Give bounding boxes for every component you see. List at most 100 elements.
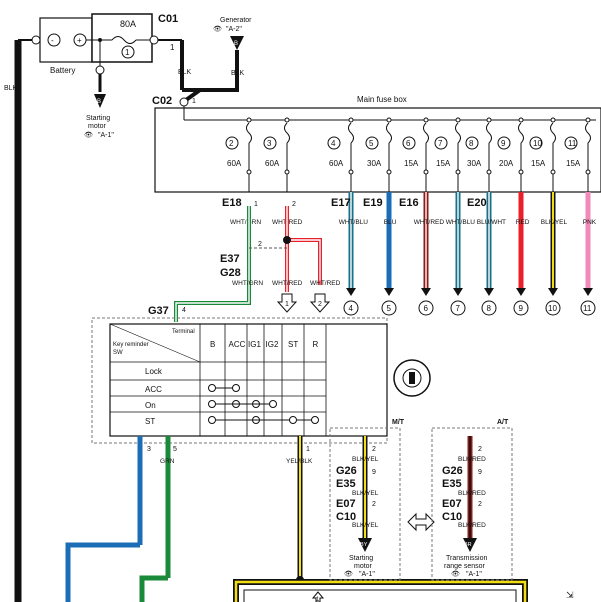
table-row-st: ST: [145, 417, 155, 426]
fuse-8-rating: 30A: [467, 159, 482, 168]
eye-icon: 👁: [213, 25, 222, 33]
g28-label: G28: [220, 267, 241, 279]
at-ref: "A-1": [466, 571, 482, 578]
wht-red-wire: [283, 206, 322, 292]
generator-wire-label: BLK: [231, 70, 245, 77]
mt-label: M/T: [392, 419, 405, 426]
mt-pin2b: 2: [372, 501, 376, 508]
mt-blk-yel-3: BLK/YEL: [352, 522, 379, 529]
fuse-8-num: 8: [469, 139, 474, 148]
starting-motor-top-line1: Starting: [86, 115, 110, 122]
at-tr1: Transmission: [446, 555, 487, 562]
table-col-ig1: IG1: [248, 340, 261, 349]
generator-ref-text: "A-2": [226, 26, 242, 33]
mt-sm2: motor: [354, 563, 373, 570]
fuse-6-rating: 15A: [404, 159, 419, 168]
fuse-10-rating: 15A: [531, 159, 546, 168]
table-col-r: R: [313, 340, 319, 349]
svg-text:B: B: [97, 99, 101, 105]
wire-label-11: PNK: [583, 219, 597, 226]
svg-text:1: 1: [285, 301, 289, 308]
at-blk-red-3: BLK/RED: [458, 522, 486, 529]
main-fuse-box: [154, 107, 601, 193]
svg-text:4: 4: [349, 304, 354, 313]
wire-10: BLK/YEL: [541, 192, 568, 296]
circuit-ref-9: 9: [513, 300, 529, 316]
svg-text:SW: SW: [113, 350, 123, 356]
mt-at-switch-icon: [407, 512, 435, 532]
wire-label-8: BLU/WHT: [477, 219, 506, 226]
mt-e07: E07: [336, 498, 356, 510]
at-blk-red-2: BLK/RED: [458, 490, 486, 497]
fuse-9: 9 20A: [497, 117, 524, 192]
circuit-ref-8: 8: [481, 300, 497, 316]
table-row-lock: Lock: [145, 367, 163, 376]
circuit-ref-10: 10: [545, 300, 561, 316]
at-e07: E07: [442, 498, 462, 510]
mt-g26: G26: [336, 465, 357, 477]
wht-grn-label-1: WHT/GRN: [230, 219, 261, 226]
wire-8: BLU/WHT: [477, 192, 506, 296]
fuse-row: 260A360A460A530A615A715A830A920A1015A111…: [225, 117, 591, 192]
at-e35: E35: [442, 478, 462, 490]
fuse-11: 11 15A: [564, 117, 591, 192]
fuse-5-num: 5: [369, 139, 374, 148]
generator-label: Generator: [220, 17, 252, 24]
fuse-80a-num: 1: [125, 48, 130, 57]
wht-red-label-3: WHT/RED: [310, 280, 341, 287]
wire-9: RED: [516, 192, 530, 296]
svg-text:5: 5: [387, 304, 392, 313]
generator-ref: Generator "A-2" 👁 B BLK: [213, 17, 252, 82]
fuse-9-num: 9: [501, 139, 506, 148]
fuse-11-rating: 15A: [566, 159, 581, 168]
e19-label: E19: [363, 197, 383, 209]
wire-5: BLU: [384, 192, 397, 296]
wht-grn-label-2: WHT/GRN: [232, 280, 263, 287]
mt-c10: C10: [336, 511, 356, 523]
circuit-ref-5: 5: [381, 300, 397, 316]
e18-pin2: 2: [292, 201, 296, 208]
mt-pin9: 9: [372, 469, 376, 476]
fuse-3-rating: 60A: [265, 159, 280, 168]
at-tr2: range sensor: [444, 563, 486, 570]
e18-pin1: 1: [254, 201, 258, 208]
fuse-11-num: 11: [568, 139, 577, 148]
at-c10: C10: [442, 511, 462, 523]
battery-label: Battery: [50, 66, 75, 75]
circuit-ref-6: 6: [418, 300, 434, 316]
table-col-b: B: [210, 340, 215, 349]
main-fuse-box-label: Main fuse box: [357, 95, 407, 104]
fuse-2-rating: 60A: [227, 159, 242, 168]
e37-pin2: 2: [258, 241, 262, 248]
at-badge: BR: [464, 542, 472, 548]
fuse-2: 2 60A: [225, 117, 252, 192]
table-terminal-label: Terminal: [172, 329, 195, 335]
wht-red-label-2: WHT/RED: [272, 280, 303, 287]
eye-icon: 👁: [451, 570, 460, 578]
table-col-acc: ACC: [229, 340, 246, 349]
wire-label-10: BLK/YEL: [541, 219, 568, 226]
fuse-2-num: 2: [229, 139, 234, 148]
arrow-ref-1: 1: [276, 293, 298, 313]
battery: - + Battery: [31, 17, 93, 75]
svg-text:11: 11: [583, 304, 592, 313]
mt-blk-yel-2: BLK/YEL: [352, 490, 379, 497]
g37-pin4: 4: [182, 307, 186, 314]
svg-text:9: 9: [519, 304, 524, 313]
c01-pin: 1: [170, 43, 175, 52]
g37-label: G37: [148, 305, 169, 317]
table-row-on: On: [145, 401, 156, 410]
c01-label: C01: [158, 13, 178, 25]
fuse-7-num: 7: [438, 139, 443, 148]
c02-pin: 1: [192, 98, 196, 105]
fuse-4-rating: 60A: [329, 159, 344, 168]
at-pin2: 2: [478, 446, 482, 453]
fuse-3-num: 3: [267, 139, 272, 148]
left-wire-label: BLK: [4, 85, 18, 92]
fuse-9-rating: 20A: [499, 159, 514, 168]
